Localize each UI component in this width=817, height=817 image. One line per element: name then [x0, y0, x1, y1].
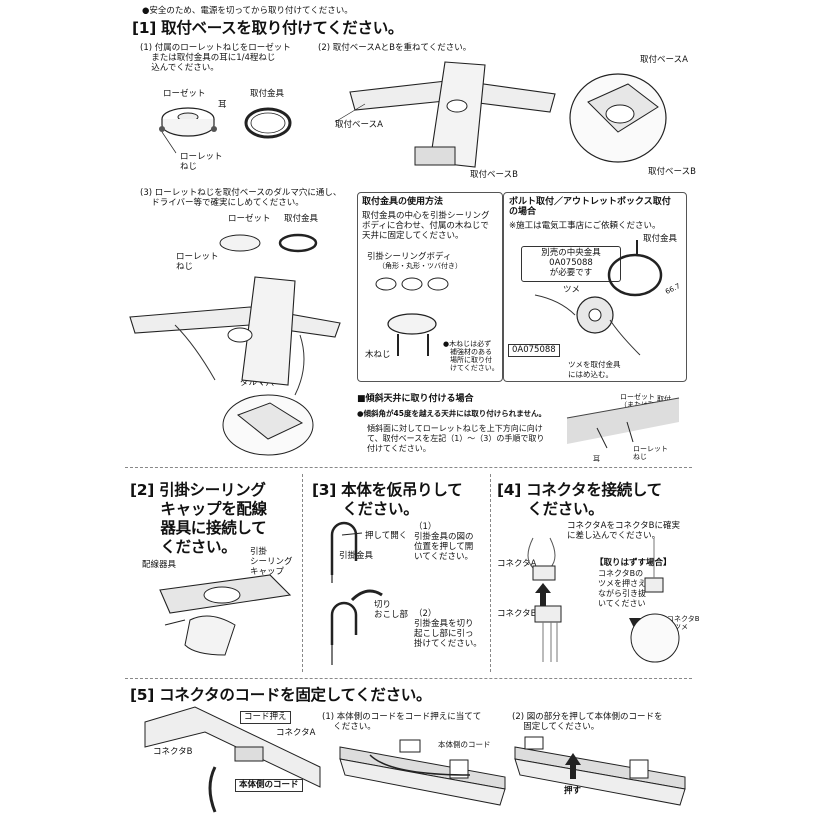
bolt-bracket-label: 取付金具 — [643, 234, 678, 244]
divider-4 — [125, 678, 692, 679]
s4-remove-text: コネクタBの ツメを押さえ ながら引き抜 いてください — [598, 569, 646, 608]
section4-title: [4] コネクタを接続して ください。 — [497, 481, 662, 518]
bolt-callout: 別売の中央金具 0A075088 が必要です — [541, 248, 601, 278]
s3-step2-text: （2） 引掛金具を切り 起こし部に引っ 掛けてください。 — [414, 609, 482, 649]
base-detail-circle — [569, 73, 667, 163]
bolt-tab-note: ツメを取付金具 にはめ込む。 — [568, 360, 621, 379]
s4-remove-title: 【取りはずす場合】 — [595, 558, 672, 568]
s1-ear-label: 耳 — [218, 100, 227, 110]
bolt-title: ボルト取付／アウトレットボックス取付 の場合 — [509, 197, 671, 217]
s5-body-cord-label: 本体側のコード — [235, 779, 303, 792]
clamp-step1-illustration — [339, 739, 506, 806]
bolt-callout-box — [521, 246, 621, 282]
s4-conn-b: コネクタB — [497, 609, 537, 619]
s3-cut-label: 切り おこし部 — [374, 600, 409, 620]
s1-step3-rosette: ローゼット — [228, 214, 271, 224]
hook-illustration — [330, 521, 383, 665]
s1-step3-bracket: 取付金具 — [284, 214, 319, 224]
usage-body-label: 引掛シーリングボディ — [367, 252, 452, 262]
slope-text: 傾斜面に対してローレットねじを上下方向に向け て、取付ベースを左記（1）〜（3）… — [367, 424, 545, 453]
bolt-part-no: 0A075088 — [508, 344, 560, 357]
safety-note: ●安全のため、電源を切ってから取り付けてください。 — [142, 6, 353, 16]
slope-screw-label: ローレット ねじ — [633, 445, 668, 461]
section2-title: [2] 引掛シーリング キャップを配線 器具に接続して ください。 — [130, 481, 267, 556]
s5-step2-text: (2) 図の部分を押して本体側のコードを 固定してください。 — [512, 712, 663, 732]
s5-step1-text: (1) 本体側のコードをコード押えに当てて ください。 — [322, 712, 482, 732]
s1-step3-text: (3) ローレットねじを取付ベースのダルマ穴に通し、 ドライバー等で確実にしめて… — [140, 188, 342, 208]
mounting-base-install-illustration — [129, 233, 341, 456]
s5-clamp-label: コード押え — [240, 711, 291, 724]
slope-ear-label: 耳 — [593, 455, 600, 463]
s2-wiring-label: 配線器具 — [142, 560, 177, 570]
mounting-base-ab-illustration — [334, 61, 556, 168]
s1-daruma-label: ダルマ穴 — [240, 378, 275, 388]
divider-2 — [302, 474, 303, 672]
bolt-tab-label: ツメ — [563, 285, 581, 295]
s1-step2-text: (2) 取付ベースAとBを重ねてください。 — [318, 43, 472, 53]
s5-conn-b: コネクタB — [153, 747, 193, 757]
slope-warning: ●傾斜角が45度を越える天井には取り付けられません。 — [357, 409, 547, 418]
s5-body-cord2: 本体側のコード — [438, 740, 491, 749]
clamp-step2-illustration — [514, 736, 686, 806]
cord-clamp-illustration — [144, 706, 321, 813]
rosette-and-bracket-illustration — [159, 107, 292, 154]
s2-cap-label: 引掛 シーリング キャップ — [250, 547, 293, 577]
s4-conn-a: コネクタA — [497, 559, 537, 569]
divider-3 — [490, 474, 491, 672]
wood-screw-label: 木ねじ — [365, 350, 391, 360]
section5-title: [5] コネクタのコードを固定してください。 — [130, 686, 432, 704]
section3-title: [3] 本体を仮吊りして ください。 — [312, 481, 463, 518]
s1-base-a-label: 取付ベースA — [335, 120, 383, 130]
s4-text: コネクタAをコネクタBに確実 に差し込んでください。 — [567, 521, 680, 541]
usage-note: ●木ねじは必ず 補強材のある 場所に取り付 けてください。 — [443, 340, 499, 372]
ceiling-cap-illustration — [159, 574, 292, 656]
s1-screw-label: ローレット ねじ — [180, 152, 223, 172]
s1-base-b-right-label: 取付ベースB — [648, 167, 696, 177]
ceiling-body-illustration — [375, 277, 449, 356]
bolt-note: ※施工は電気工事店にご依頼ください。 — [509, 221, 661, 231]
divider-1 — [125, 467, 692, 468]
s1-base-b-label: 取付ベースB — [470, 170, 518, 180]
s3-step1-text: （1） 引掛金具の図の 位置を押して開 いてください。 — [414, 522, 474, 562]
s1-step1-text: (1) 付属のローレットねじをローゼット または取付金具の耳に1/4程ねじ 込ん… — [140, 43, 291, 73]
s5-push-label: 押す — [564, 786, 582, 796]
bolt-bracket-illustration — [534, 240, 663, 356]
s1-bracket-label: 取付金具 — [250, 89, 285, 99]
usage-body-sub: （角形・丸形・ツバ付き） — [378, 262, 462, 270]
usage-title: 取付金具の使用方法 — [362, 197, 444, 207]
s1-base-a-right-label: 取付ベースA — [640, 55, 688, 65]
s1-step3-screw: ローレット ねじ — [176, 252, 219, 272]
section1-title: [1] 取付ベースを取り付けてください。 — [132, 19, 404, 37]
s4-tab-label: コネクタB のツメ — [667, 615, 700, 631]
s1-rosette-label: ローゼット — [163, 89, 206, 99]
connector-illustration — [527, 537, 680, 663]
s3-push-label: 押して開く — [365, 531, 408, 541]
s5-conn-a: コネクタA — [276, 728, 316, 738]
slope-illustration — [566, 397, 680, 449]
usage-text: 取付金具の中心を引掛シーリング ボディに合わせ、付属の木ねじで 天井に固定してく… — [362, 211, 490, 241]
slope-title: ■傾斜天井に取り付ける場合 — [357, 394, 474, 404]
